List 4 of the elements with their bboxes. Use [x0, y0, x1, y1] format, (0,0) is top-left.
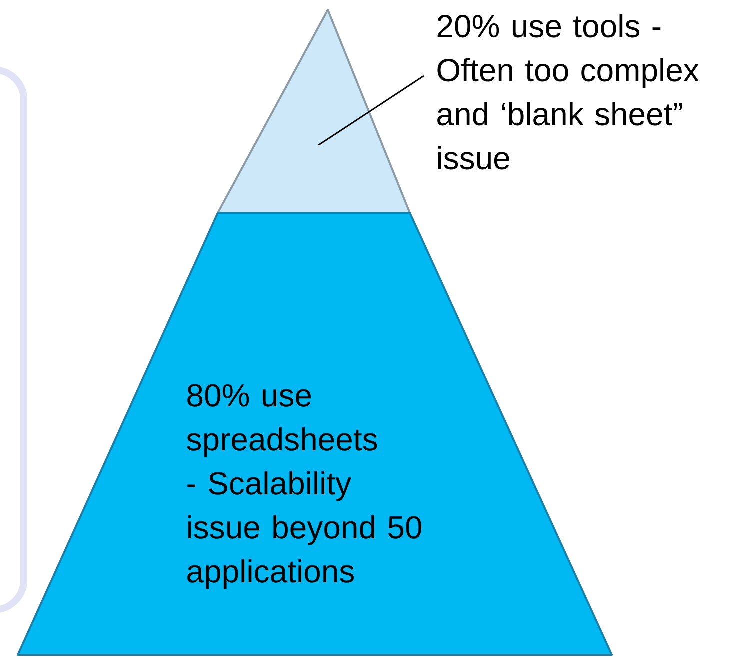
pyramid-top — [217, 9, 411, 214]
callout-text: 20% use tools - Often too complex and ‘blank sheet” issue — [438, 14, 700, 170]
leader-line — [318, 75, 424, 146]
pyramid-base: 80% use spreadsheets - Scalability issue beyond 50 applications — [17, 212, 613, 656]
